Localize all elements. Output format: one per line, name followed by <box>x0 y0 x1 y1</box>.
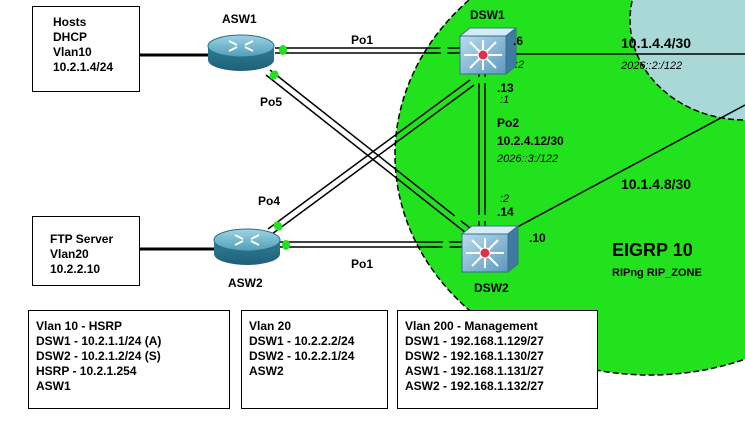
rip-zone <box>629 0 745 121</box>
vlan20-line: DSW2 - 10.2.2.1/24 <box>249 349 355 363</box>
dsw1-uplink-ipv4: .6 <box>513 34 523 48</box>
dsw1-po2-ipv6: :1 <box>500 94 509 106</box>
po4-label: Po4 <box>258 194 280 208</box>
ftp-server-box: FTP Server Vlan20 10.2.2.10 <box>32 216 140 286</box>
asw1-router-icon[interactable] <box>207 34 275 71</box>
link-po1-top[interactable] <box>275 47 468 54</box>
ftp-line: 10.2.2.10 <box>50 262 101 276</box>
hosts-line: 10.2.1.4/24 <box>53 60 114 74</box>
eigrp-zone-title: EIGRP 10 <box>612 240 693 260</box>
vlan20-line: ASW2 <box>249 364 284 378</box>
vlan200-line: Vlan 200 - Management <box>405 319 538 333</box>
link-po1-bottom[interactable] <box>277 241 470 248</box>
vlan20-info-box: Vlan 20 DSW1 - 10.2.2.2/24 DSW2 - 10.2.2… <box>241 310 388 409</box>
hosts-line: Hosts <box>53 15 87 29</box>
vlan10-info-box: Vlan 10 - HSRP DSW1 - 10.2.1.1/24 (A) DS… <box>28 310 230 409</box>
dsw1-uplink-ipv6: :2 <box>515 59 524 71</box>
dsw2-po2-ipv6: :2 <box>500 193 509 205</box>
vlan20-line: DSW1 - 10.2.2.2/24 <box>249 334 355 348</box>
dsw1-label: DSW1 <box>470 8 505 22</box>
dsw2-po2-ipv4: .14 <box>497 205 514 219</box>
vlan10-line: Vlan 10 - HSRP <box>36 319 123 333</box>
eigrp-zone-subtitle: RIPng RIP_ZONE <box>612 267 702 279</box>
vlan200-info-box: Vlan 200 - Management DSW1 - 192.168.1.1… <box>397 310 598 409</box>
po1-top-label: Po1 <box>351 33 373 47</box>
vlan200-line: ASW1 - 192.168.1.131/27 <box>405 364 544 378</box>
ftp-line: Vlan20 <box>50 247 89 261</box>
link-po4[interactable] <box>267 79 475 235</box>
asw1-label: ASW1 <box>222 12 257 26</box>
dsw2-uplink-ipv4: .10 <box>529 231 546 245</box>
vlan10-line: ASW1 <box>36 379 71 393</box>
hosts-line: Vlan10 <box>53 45 92 59</box>
dsw2-switch-icon[interactable] <box>460 224 520 274</box>
host-links <box>138 53 214 251</box>
uplink1-network: 10.1.4.4/30 <box>621 35 691 51</box>
link-uplink-dsw2[interactable] <box>507 104 745 233</box>
dsw1-switch-icon[interactable] <box>458 26 518 76</box>
asw2-router-icon[interactable] <box>213 228 281 265</box>
dsw1-po2-ipv4: .13 <box>497 81 514 95</box>
hosts-box: Hosts DHCP Vlan10 10.2.1.4/24 <box>32 6 140 92</box>
vlan20-line: Vlan 20 <box>249 319 292 333</box>
link-po5[interactable] <box>265 69 471 234</box>
vlan200-line: DSW2 - 192.168.1.130/27 <box>405 349 544 363</box>
hosts-line: DHCP <box>53 30 88 44</box>
vlan200-line: DSW1 - 192.168.1.129/27 <box>405 334 544 348</box>
eigrp-zone <box>394 0 745 376</box>
dsw2-label: DSW2 <box>474 281 509 295</box>
vlan200-line: ASW2 - 192.168.1.132/27 <box>405 379 544 393</box>
uplink1-ipv6: 2026::2:/122 <box>620 60 682 72</box>
link-status-dots <box>269 45 487 250</box>
vlan10-line: HSRP - 10.2.1.254 <box>36 364 137 378</box>
po2-label: Po2 <box>497 116 519 130</box>
po1-bottom-label: Po1 <box>351 257 373 271</box>
po5-label: Po5 <box>260 95 282 109</box>
ftp-line: FTP Server <box>50 232 114 246</box>
po2-ipv6: 2026::3:/122 <box>496 153 558 165</box>
vlan10-line: DSW2 - 10.2.1.2/24 (S) <box>36 349 161 363</box>
po2-network: 10.2.4.12/30 <box>497 134 564 148</box>
link-po2[interactable] <box>478 70 486 232</box>
uplink2-network: 10.1.4.8/30 <box>621 176 691 192</box>
asw2-label: ASW2 <box>228 276 263 290</box>
vlan10-line: DSW1 - 10.2.1.1/24 (A) <box>36 334 162 348</box>
